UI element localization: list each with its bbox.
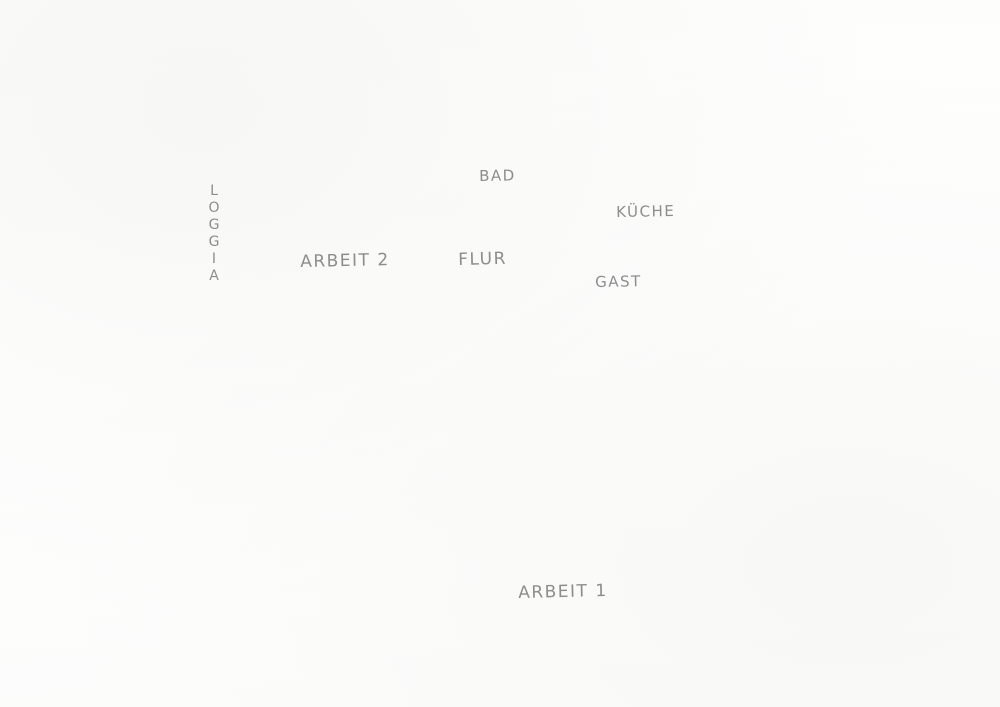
furniture-armchair-arbeit2 [378,142,410,179]
loggia-letter-3: G [208,217,220,233]
fixture-toilet [511,122,539,178]
paper-marks [31,41,967,639]
roof-hatch-right [660,372,748,635]
window-arbeit2-right [391,196,413,237]
furniture-double-bed [593,294,666,357]
fixture-kitchen-sink [548,169,568,191]
door-swing-flur-left [396,242,419,278]
loggia-letter-5: I [211,251,217,267]
window-arbeit2-right-lower [424,286,446,331]
door-handle-flur [410,235,419,245]
loggia-letter-1: L [210,183,218,199]
furniture-small-dashed [330,319,360,339]
balcony-rafter-ticks [205,90,747,122]
lower-block [189,367,811,691]
window-bad [455,204,477,244]
door-swing-gast [544,242,567,279]
fixture-bathtub [567,143,593,193]
room-label-arbeit2: ARBEIT 2 [300,250,390,272]
furniture-dining-table [467,283,515,326]
lower-balcony-ticks [253,368,345,413]
lower-left-balcony [189,359,358,427]
room-gast [566,242,683,371]
furniture-dining-chair-right [499,324,531,352]
lower-balcony-detail [207,387,229,405]
window-arbeit2-top [265,143,363,166]
furniture-desk-arbeit2 [262,195,310,289]
roof-left-detail [371,633,389,673]
door-kueche [565,199,601,244]
fixture-washbasin [468,141,488,159]
top-balcony [187,82,764,137]
entrance-arrow [435,149,453,228]
balcony-railing-detail-left [207,98,249,114]
room-label-gast: GAST [595,272,642,291]
furniture-side-chair [535,633,561,651]
loggia-letter-6: A [209,268,219,284]
room-kueche [544,139,684,244]
balcony-railing-detail-right [689,98,735,114]
room-label-kueche: KÜCHE [616,201,676,221]
room-label-flur: FLUR [458,248,508,270]
roof-right-detail [721,649,739,673]
door-bad [477,197,508,231]
window-gast [599,244,661,266]
roof-hatch-left [359,395,445,627]
room-label-loggia: L O G G I A [205,183,223,285]
room-label-arbeit1: ARBEIT 1 [518,580,608,603]
furniture-armchair-b [481,605,515,638]
loggia-letter-4: G [208,234,220,250]
room-label-bad: BAD [479,166,516,185]
window-arbeit1-right [599,544,641,569]
spiral-staircase [451,515,557,573]
furniture-dining-chair-left [452,326,482,353]
furniture-sectional-sofa [586,415,639,501]
loggia-letter-2: O [208,200,220,216]
loggia-area [196,299,234,347]
furniture-sideboard [519,649,598,676]
window-arbeit1-left [463,436,485,499]
